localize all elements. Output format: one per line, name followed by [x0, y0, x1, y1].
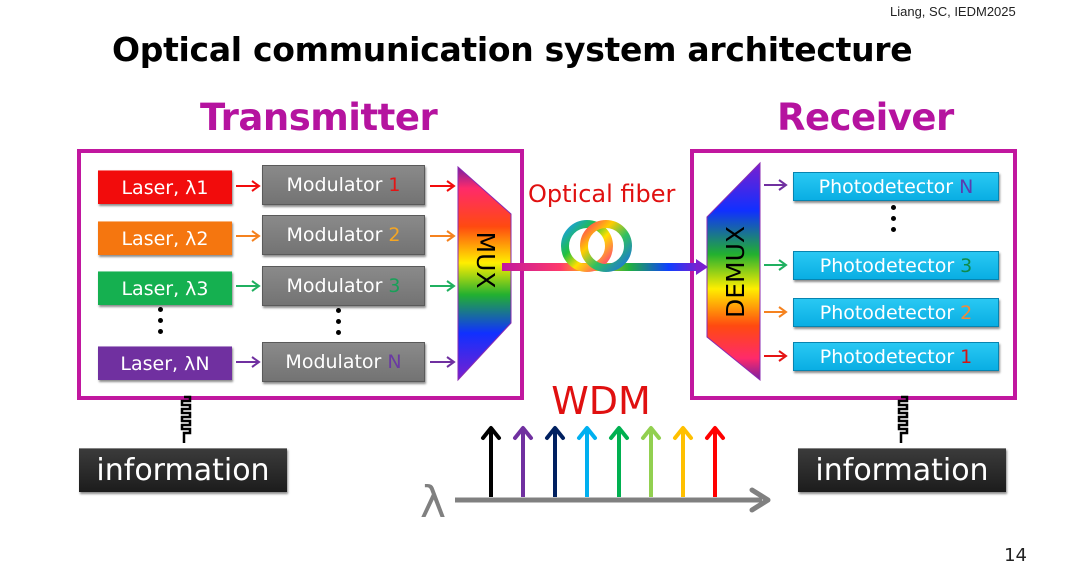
wdm-channel-arrowhead	[577, 426, 597, 440]
wdm-channel-arrowhead	[481, 426, 501, 440]
photodetector-index: 1	[960, 345, 973, 368]
information-label: information	[96, 453, 270, 488]
laser-modulator-arrow-head	[251, 356, 261, 368]
modulator-index: 3	[388, 275, 401, 297]
wdm-channel-arrowhead	[513, 426, 533, 440]
laser-label: Laser, λ3	[121, 277, 209, 300]
modulator-label: Modulator	[286, 275, 383, 297]
wdm-channel-arrowhead	[609, 426, 629, 440]
demux-label: DEMUX	[721, 226, 750, 318]
receiver-info-connector	[897, 395, 909, 443]
modulator-index: 1	[388, 174, 401, 196]
modulator-mux-arrow-head	[446, 180, 456, 192]
wavelength-axis-arrowhead	[749, 487, 771, 513]
demux-photodetector-arrow-head	[778, 306, 788, 318]
wdm-label: WDM	[551, 379, 651, 423]
receiver-frame	[690, 149, 1017, 400]
mux-block: MUX	[457, 165, 512, 382]
modulator-index: N	[387, 351, 402, 373]
transmitter-info-connector	[180, 395, 192, 443]
modulator-label: Modulator	[286, 174, 383, 196]
laser-label: Laser, λ2	[121, 227, 209, 250]
laser-to-modulator-arrows	[236, 180, 261, 368]
photodetector-label: Photodetector	[819, 301, 955, 324]
fiber-arrowhead	[696, 259, 708, 275]
modulator-to-mux-arrows	[430, 180, 456, 368]
photodetector-ellipsis	[891, 205, 897, 238]
photodetector-index: 3	[960, 254, 973, 277]
transmitter-frame	[77, 149, 524, 400]
modulator-label: Modulator	[285, 351, 382, 373]
laser-1: Laser, λ1	[98, 170, 232, 204]
fiber-loop-1	[561, 220, 613, 272]
photodetector-label: Photodetector	[819, 345, 955, 368]
wdm-channel-arrowhead	[673, 426, 693, 440]
transmitter-heading: Transmitter	[200, 96, 438, 139]
fiber-loop-2	[580, 220, 632, 272]
demux-to-photodetector-arrows	[764, 179, 788, 362]
modulator-label: Modulator	[286, 224, 383, 246]
wdm-channel-arrowhead	[705, 426, 725, 440]
demux-photodetector-arrow-head	[778, 259, 788, 271]
slide-title: Optical communication system architectur…	[112, 30, 913, 69]
wdm-channel-arrowhead	[545, 426, 565, 440]
mux-shape	[457, 165, 512, 382]
optical-fiber: Optical fiber	[502, 180, 708, 275]
laser-label: Laser, λ1	[121, 176, 209, 199]
optical-fiber-label: Optical fiber	[528, 180, 676, 208]
citation: Liang, SC, IEDM2025	[890, 4, 1016, 19]
laser-modulator-arrow-head	[251, 180, 261, 192]
receiver-heading: Receiver	[777, 96, 954, 139]
photodetector-index: 2	[960, 301, 973, 324]
wdm-spectrum: WDM λ	[420, 379, 771, 528]
information-label: information	[815, 453, 989, 488]
modulator-index: 2	[388, 224, 401, 246]
lambda-symbol: λ	[420, 477, 446, 528]
laser-label: Laser, λN	[120, 352, 210, 375]
modulator-ellipsis	[336, 308, 342, 341]
receiver-information-box: information	[798, 448, 1006, 492]
wdm-channels	[481, 426, 725, 497]
laser-modulator-arrow-head	[251, 280, 261, 292]
demux-shape	[706, 161, 761, 382]
laser-ellipsis	[158, 307, 164, 340]
photodetector-index: N	[959, 175, 974, 198]
modulator-mux-arrow-head	[446, 356, 456, 368]
laser-2: Laser, λ2	[98, 221, 232, 255]
laser-modulator-arrow-head	[251, 230, 261, 242]
demux-photodetector-arrow-head	[778, 350, 788, 362]
photodetector-label: Photodetector	[818, 175, 954, 198]
transmitter-information-box: information	[79, 448, 287, 492]
mux-label: MUX	[471, 232, 500, 289]
photodetector-label: Photodetector	[819, 254, 955, 277]
demux-block: DEMUX	[706, 161, 761, 382]
modulator-mux-arrow-head	[446, 230, 456, 242]
modulator-mux-arrow-head	[446, 280, 456, 292]
wdm-channel-arrowhead	[641, 426, 661, 440]
laser-n: Laser, λN	[98, 346, 232, 380]
demux-photodetector-arrow-head	[778, 179, 788, 191]
page-number: 14	[1004, 545, 1027, 566]
laser-3: Laser, λ3	[98, 271, 232, 305]
